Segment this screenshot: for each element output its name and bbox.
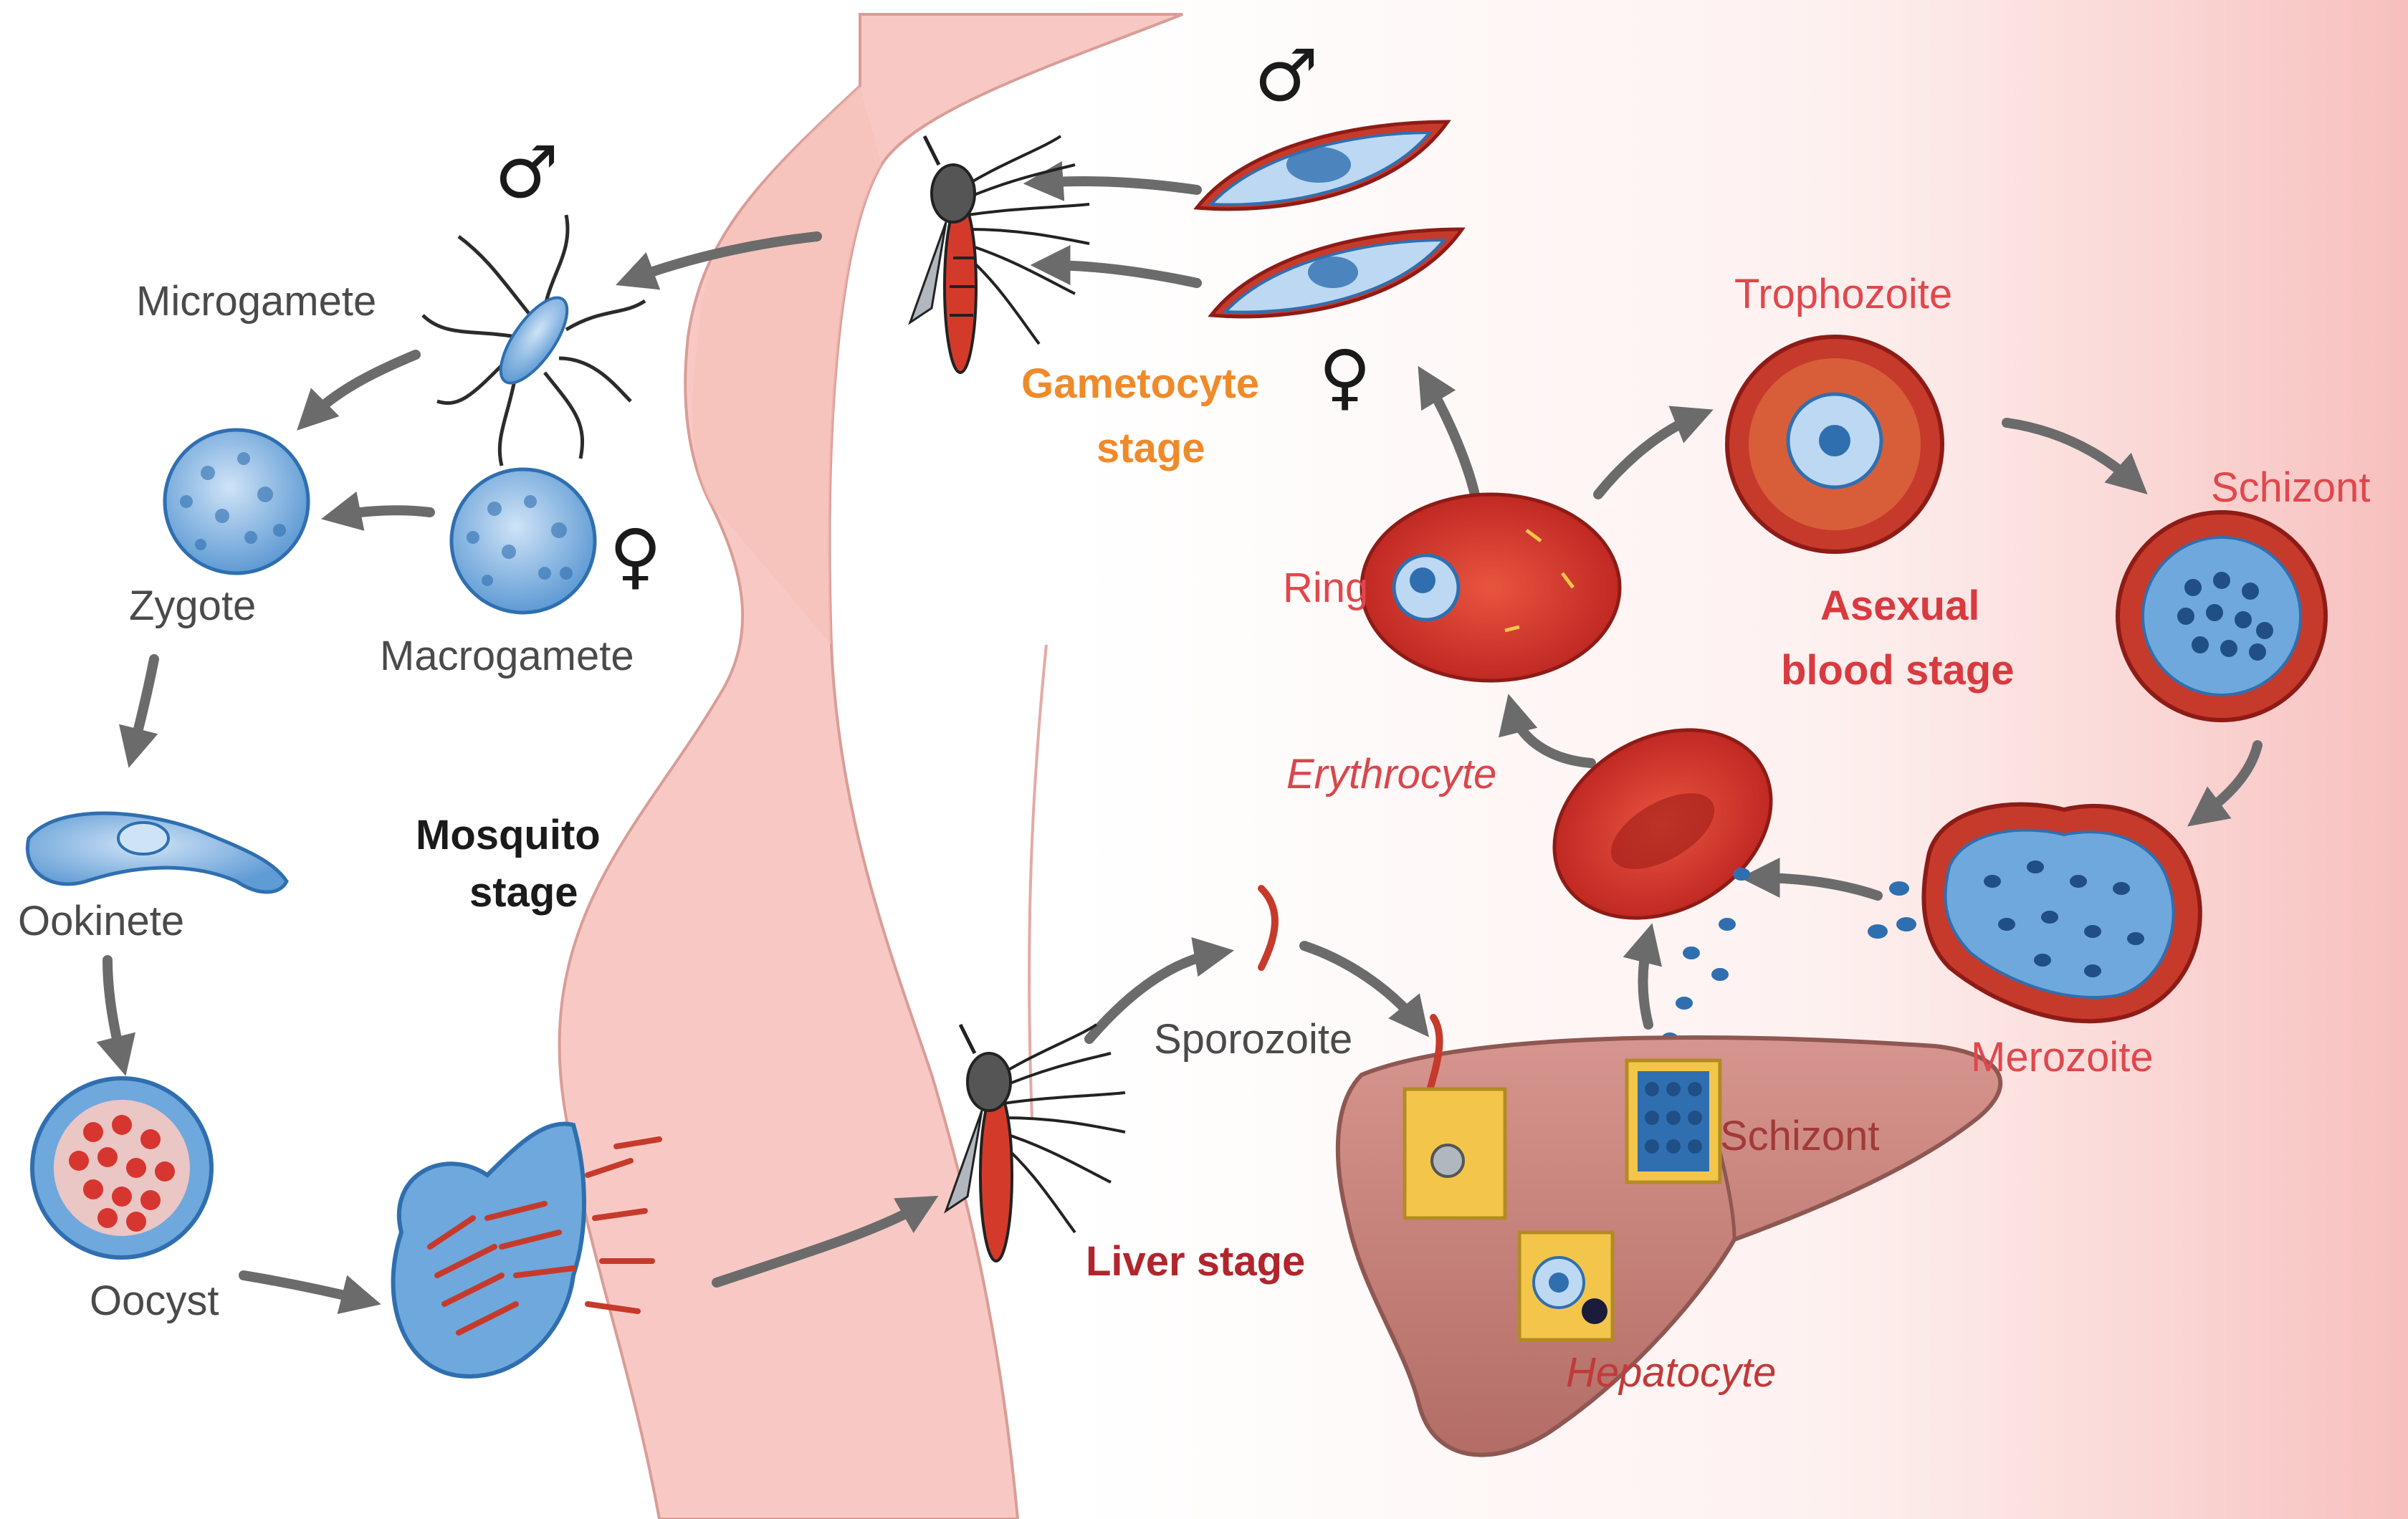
label-hepatocyte: Hepatocyte: [1566, 1349, 1776, 1396]
arrow-rupture-to-mosquito: [712, 1195, 939, 1288]
ring-stage-icon: [1360, 492, 1622, 683]
ookinete-icon: [26, 811, 289, 894]
label-asexual-line1: Asexual: [1820, 583, 1979, 629]
hepatocyte-infected-icon: [1403, 1087, 1507, 1220]
microgamete-icon: [421, 214, 646, 466]
erythrocyte-icon: [1552, 728, 1773, 920]
mosquito-top-icon: [908, 135, 1090, 374]
arrow-gametocyte-male-to-mosquito: [1023, 160, 1202, 201]
trophozoite-icon: [1725, 335, 1944, 554]
label-liver-stage: Liver stage: [1086, 1238, 1305, 1285]
hepatocyte-developing-icon: [1517, 1230, 1615, 1342]
arrow-ring-to-trophozoite: [1593, 406, 1714, 499]
macrogamete-icon: [449, 467, 597, 615]
label-ring: Ring: [1283, 565, 1368, 611]
male-symbol-microgamete: ♂: [494, 130, 559, 214]
label-asexual-line2: blood stage: [1781, 647, 2014, 694]
label-microgamete: Microgamete: [136, 278, 376, 325]
arrow-liver-to-blood: [1623, 923, 1663, 1030]
oocyst-icon: [30, 1076, 214, 1260]
label-erythrocyte: Erythrocyte: [1286, 751, 1496, 797]
label-sporozoite: Sporozoite: [1154, 1016, 1352, 1063]
arrow-erythrocyte-to-ring: [1499, 694, 1596, 768]
female-symbol-macrogamete: ♀: [609, 514, 661, 598]
label-macrogamete: Macrogamete: [380, 633, 634, 679]
label-merozoite: Merozoite: [1971, 1034, 2154, 1080]
male-gametocyte-icon: [1193, 120, 1451, 211]
arrow-sporozoite-to-liver: [1299, 941, 1429, 1038]
arrow-gametocyte-female-to-mosquito: [1030, 245, 1202, 288]
blood-schizont-icon: [2116, 510, 2328, 722]
label-oocyst: Oocyst: [90, 1278, 219, 1324]
label-trophozoite: Trophozoite: [1734, 271, 1952, 317]
arrow-zygote-to-ookinete: [118, 654, 159, 768]
female-gametocyte-icon: [1208, 227, 1466, 319]
arrow-merozoite-to-erythrocyte: [1739, 858, 1883, 901]
human-inner-arm-line: [1028, 644, 1048, 1118]
arrow-oocyst-to-rupture: [239, 1270, 381, 1315]
arrow-trophozoite-to-schizont: [2002, 418, 2148, 494]
arrow-microgamete-to-zygote: [297, 350, 421, 431]
label-schizont-liver: Schizont: [1720, 1113, 1879, 1159]
label-mosquito-stage-line2: stage: [469, 869, 578, 916]
arrow-ookinete-to-oocyst: [96, 955, 136, 1076]
label-mosquito-stage-line1: Mosquito: [416, 812, 601, 858]
male-symbol-gametocyte: ♂: [1254, 34, 1319, 118]
female-symbol-gametocyte: ♀: [1319, 335, 1371, 418]
oocyst-rupture-icon: [391, 1121, 662, 1379]
label-zygote: Zygote: [129, 583, 256, 629]
label-gametocyte-stage-line1: Gametocyte: [1021, 360, 1259, 407]
arrow-schizont-to-merozoite: [2187, 740, 2263, 827]
arrow-mosquito-to-microgamete: [616, 231, 822, 290]
label-gametocyte-stage-line2: stage: [1096, 425, 1205, 471]
liver-schizont-icon: [1625, 1058, 1722, 1184]
arrow-mosquito-to-sporozoite: [1084, 936, 1235, 1044]
label-schizont-blood: Schizont: [2211, 464, 2370, 511]
label-ookinete: Ookinete: [18, 898, 184, 944]
human-shoulder: [692, 86, 882, 645]
merozoite-release-icon: [1868, 802, 2202, 1024]
zygote-icon: [163, 428, 310, 575]
arrow-ring-to-gametocyte: [1418, 365, 1481, 507]
mosquito-bottom-icon: [944, 1023, 1126, 1262]
arrow-macrogamete-to-zygote: [321, 491, 435, 531]
